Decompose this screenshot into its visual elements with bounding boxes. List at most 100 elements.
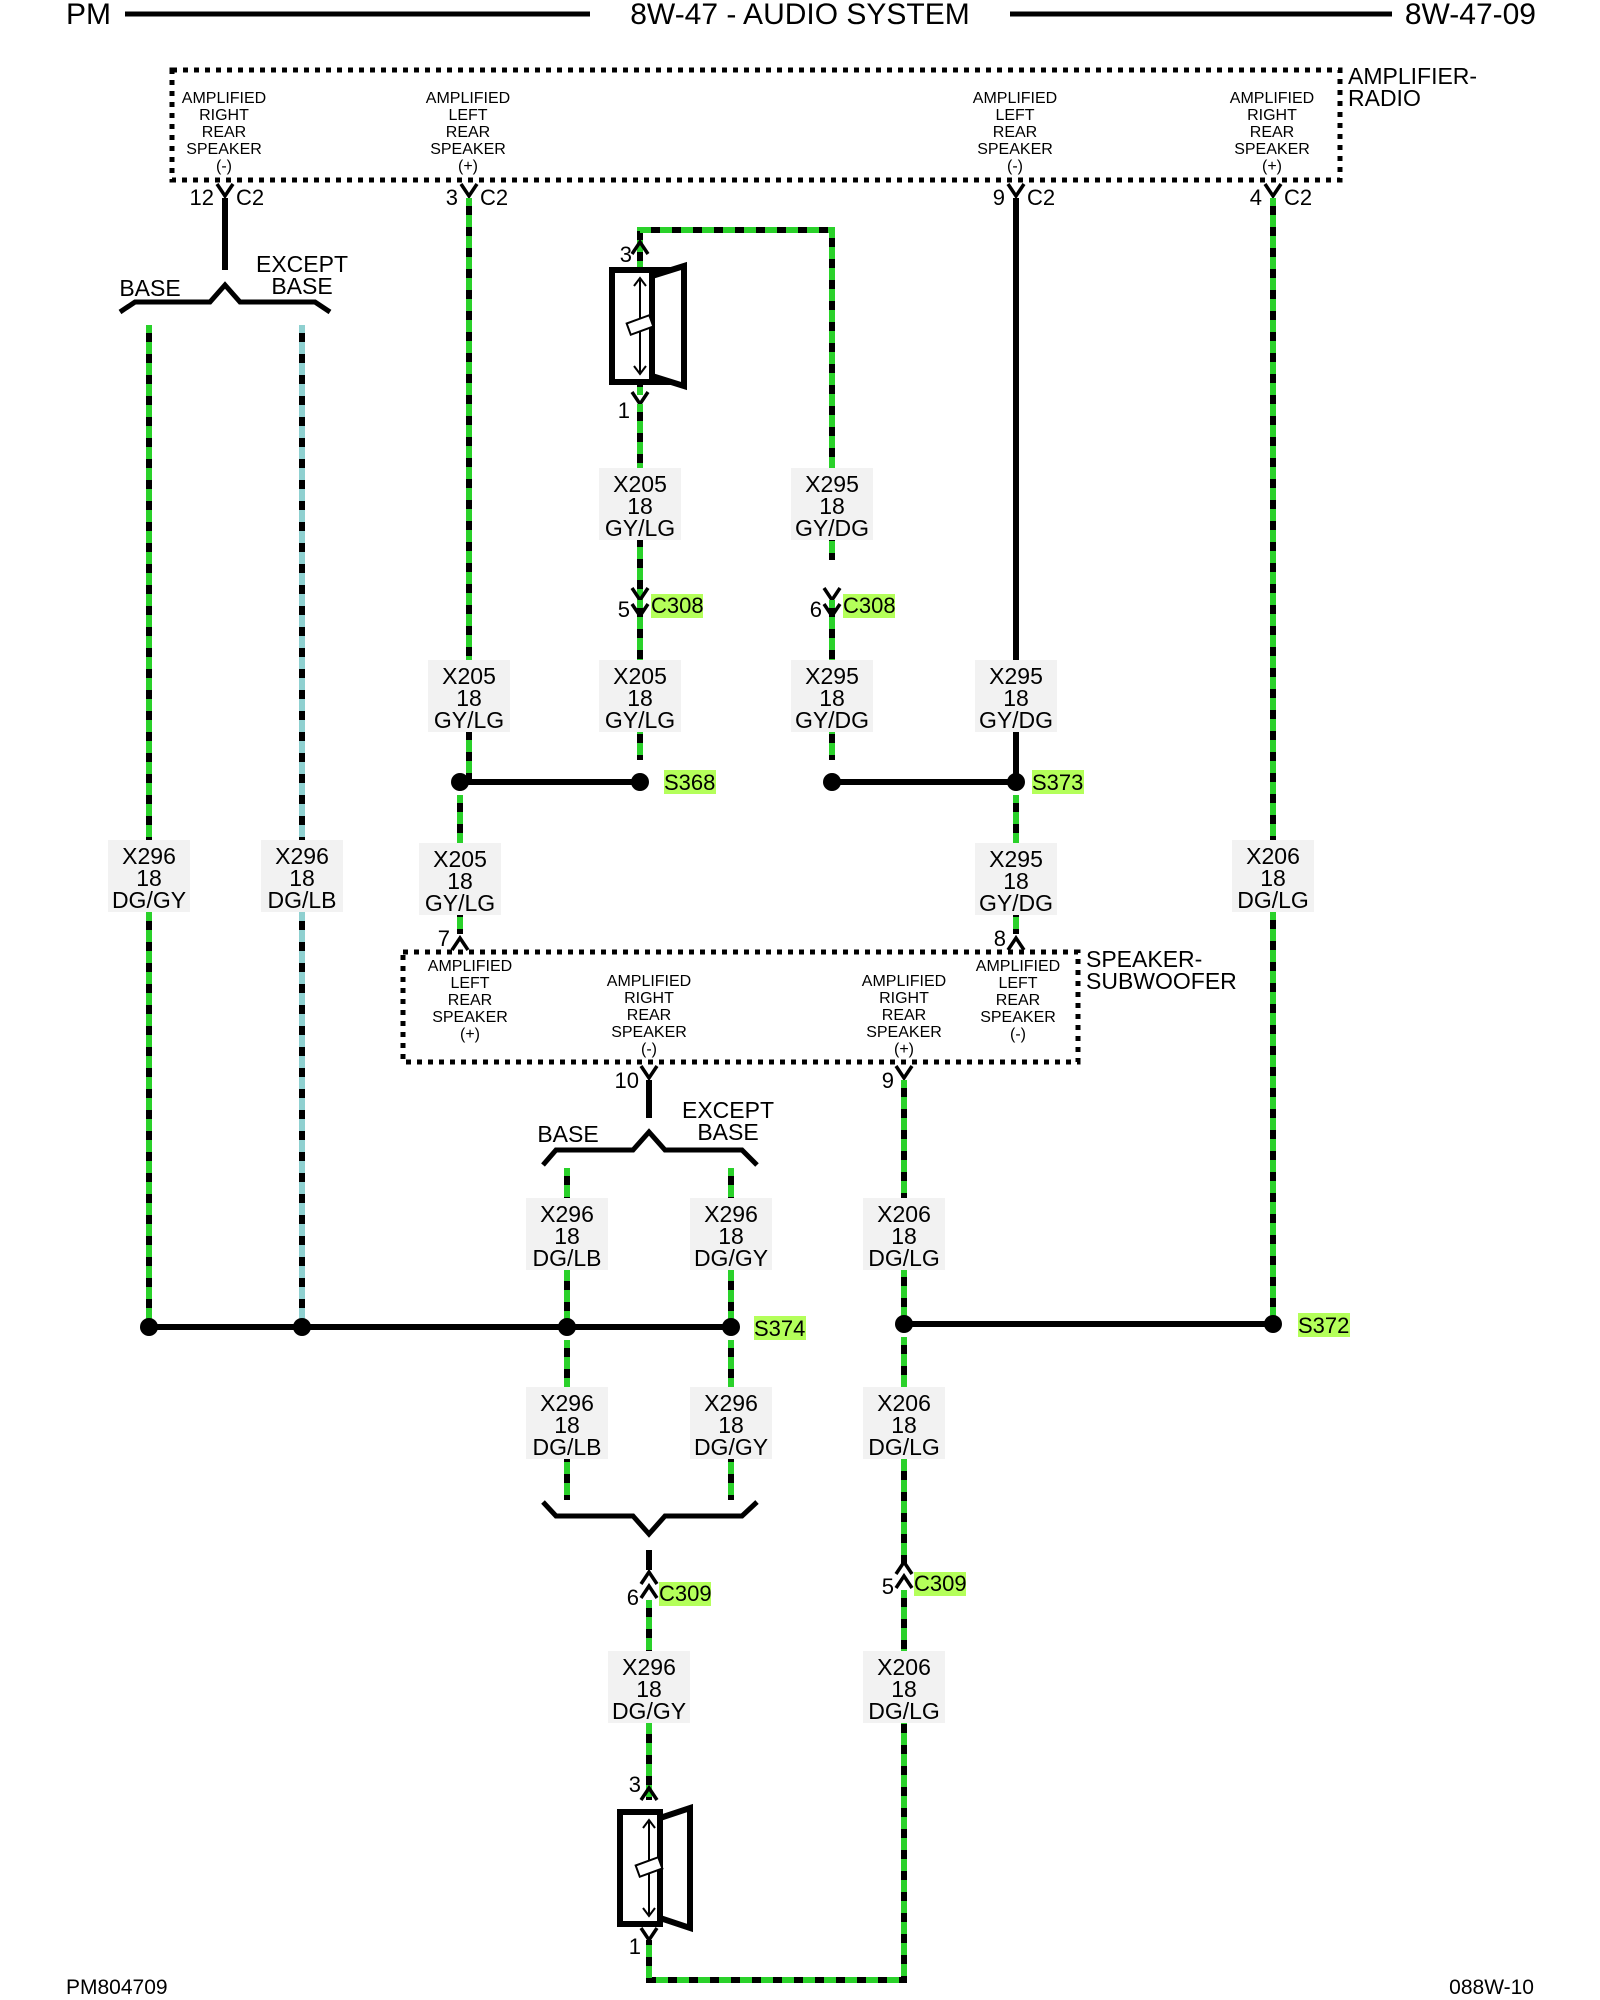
wire-label-x295-amp-3: GY/DG	[979, 707, 1053, 733]
wire-label-x205-amp-1: X205	[442, 663, 496, 689]
subwoofer-name-line2: SUBWOOFER	[1086, 968, 1237, 994]
wire-label-x296-dggy-left-3: DG/GY	[112, 887, 186, 913]
wire-label-x296-c309-2: 18	[636, 1676, 662, 1702]
amp-pin4-line4: SPEAKER	[1234, 141, 1310, 158]
amp-pin3-line2: LEFT	[995, 107, 1034, 124]
sub-b2-line1: AMPLIFIED	[607, 973, 691, 990]
amp-pin4-line5: (+)	[1262, 158, 1282, 175]
wire-label-x296-dglb-left-2: 18	[289, 865, 315, 891]
amp-pin-block-1: AMPLIFIED RIGHT REAR SPEAKER (-)	[182, 90, 266, 175]
wire-label-x205-spk-3: GY/LG	[605, 515, 675, 541]
amp-pin-number-9: 9	[993, 185, 1005, 210]
wire-label-x206-low-2: 18	[891, 1412, 917, 1438]
sub-b4-line1: AMPLIFIED	[976, 958, 1060, 975]
sub-b4-line4: SPEAKER	[980, 1009, 1056, 1026]
amp-pin1-line4: SPEAKER	[186, 141, 262, 158]
wire-labels-below-c308: X205 18 GY/LG X295 18 GY/DG	[599, 660, 873, 733]
amp-pin12-terminal	[215, 183, 235, 200]
wire-label-x295-amp-2: 18	[1003, 685, 1029, 711]
amp-pin2-line5: (+)	[458, 158, 478, 175]
wire-label-x296-c309-1: X296	[622, 1654, 676, 1680]
splice-s372: S372	[895, 1313, 1350, 1338]
amp-pin9-terminal	[1006, 183, 1026, 200]
splice-s374-dot-4	[722, 1318, 740, 1336]
wire-label-x296-dglb-mid-2: 18	[554, 1223, 580, 1249]
amp-pin2-line3: REAR	[446, 124, 490, 141]
speaker-bottom: 3 1	[617, 1772, 693, 1959]
amp-conn-c2-a: C2	[236, 185, 264, 210]
wire-label-x206-sub-2: 18	[891, 1223, 917, 1249]
splice-s374-dot-2	[293, 1318, 311, 1336]
amp-pin-number-12: 12	[190, 185, 214, 210]
wire-label-x206-amp-1: X206	[1246, 843, 1300, 869]
speaker-bottom-cone	[657, 1803, 693, 1933]
c309-label-left: C309	[659, 1581, 712, 1606]
amp-pin3-line4: SPEAKER	[977, 141, 1053, 158]
speaker-bottom-coil	[634, 1855, 664, 1879]
wire-label-x206-amp-3: DG/LG	[1237, 887, 1309, 913]
x295-speaker-segment: X295 18 GY/DG	[791, 468, 873, 541]
wire-label-x206-c309-2: 18	[891, 1676, 917, 1702]
amp-pin3-line1: AMPLIFIED	[973, 90, 1057, 107]
wire-label-x295-amp-1: X295	[989, 663, 1043, 689]
amp-pin4-terminal	[1263, 183, 1283, 200]
wire-label-x295-sub-3: GY/DG	[979, 890, 1053, 916]
footer-left-code: PM804709	[66, 1976, 168, 1999]
x295-amp-branch: X295 18 GY/DG	[975, 198, 1057, 780]
splice-s373-dot-right	[1007, 773, 1025, 791]
sub-b1-line3: REAR	[448, 992, 492, 1009]
splice-s368: S368	[451, 770, 716, 795]
sub-b2-line5: (-)	[641, 1041, 657, 1058]
option-brace-top	[118, 281, 332, 315]
splice-s368-dot-right	[631, 773, 649, 791]
wire-label-x295-c308-3: GY/DG	[795, 707, 869, 733]
x205-speaker-segment: X205 18 GY/LG	[599, 404, 681, 600]
subwoofer-name-line1: SPEAKER-	[1086, 946, 1202, 972]
amp-pin-block-2: AMPLIFIED LEFT REAR SPEAKER (+)	[426, 90, 510, 175]
splice-s374-dot-3	[558, 1318, 576, 1336]
c308-label-right: C308	[843, 593, 896, 618]
connector-c309: 6 C309 5 C309	[627, 1558, 967, 1610]
speaker-bottom-pin-3: 3	[629, 1772, 641, 1797]
wire-label-x206-amp-2: 18	[1260, 865, 1286, 891]
splice-s373-label: S373	[1032, 770, 1083, 795]
sub-b2-line3: REAR	[627, 1007, 671, 1024]
x296-left-branch: BASE EXCEPT BASE X296 18 DG/GY X296 18 D…	[108, 198, 348, 1325]
c308-highlight-left	[651, 594, 703, 618]
splice-s372-label: S372	[1298, 1313, 1349, 1338]
sub-b4-line5: (-)	[1010, 1026, 1026, 1043]
header-left: PM	[66, 0, 111, 31]
splice-s374-dot-1	[140, 1318, 158, 1336]
splice-s374: S374	[140, 1316, 806, 1341]
wire-label-x296-dggy-mid-1: X296	[704, 1201, 758, 1227]
wire-label-x296-dggy-left-1: X296	[122, 843, 176, 869]
amp-conn-c2-c: C2	[1027, 185, 1055, 210]
wire-label-x206-sub-3: DG/LG	[868, 1245, 940, 1271]
amp-pin3-line5: (-)	[1007, 158, 1023, 175]
sub-block-4: AMPLIFIED LEFT REAR SPEAKER (-)	[976, 958, 1060, 1043]
option-brace-bottom	[541, 1500, 759, 1538]
wire-label-x205-spk-1: X205	[613, 471, 667, 497]
sub-b2-line2: RIGHT	[624, 990, 674, 1007]
sub-b4-line2: LEFT	[998, 975, 1037, 992]
amp-pin1-line3: REAR	[202, 124, 246, 141]
sub-pin9-terminal	[894, 1065, 914, 1082]
option-except-label-mid-2: BASE	[697, 1119, 758, 1145]
amp-pin1-line5: (-)	[216, 158, 232, 175]
amp-pin2-line1: AMPLIFIED	[426, 90, 510, 107]
sub-b1-line1: AMPLIFIED	[428, 958, 512, 975]
sub-block-3: AMPLIFIED RIGHT REAR SPEAKER (+)	[862, 973, 946, 1058]
c308-label-left: C308	[651, 593, 704, 618]
wire-label-x206-sub-1: X206	[877, 1201, 931, 1227]
speaker-top-pin-1: 1	[618, 398, 630, 423]
c309-highlight-right	[914, 1572, 966, 1596]
c308-pin-5: 5	[618, 597, 630, 622]
sub-b4-line3: REAR	[996, 992, 1040, 1009]
sub-pin-8: 8	[994, 926, 1006, 951]
s373-highlight	[1032, 770, 1084, 794]
c308-pin-6: 6	[810, 597, 822, 622]
wire-label-x205-c308-3: GY/LG	[605, 707, 675, 733]
amp-pin1-line1: AMPLIFIED	[182, 90, 266, 107]
wire-label-x296-c309-3: DG/GY	[612, 1698, 686, 1724]
option-brace-mid	[541, 1128, 759, 1167]
